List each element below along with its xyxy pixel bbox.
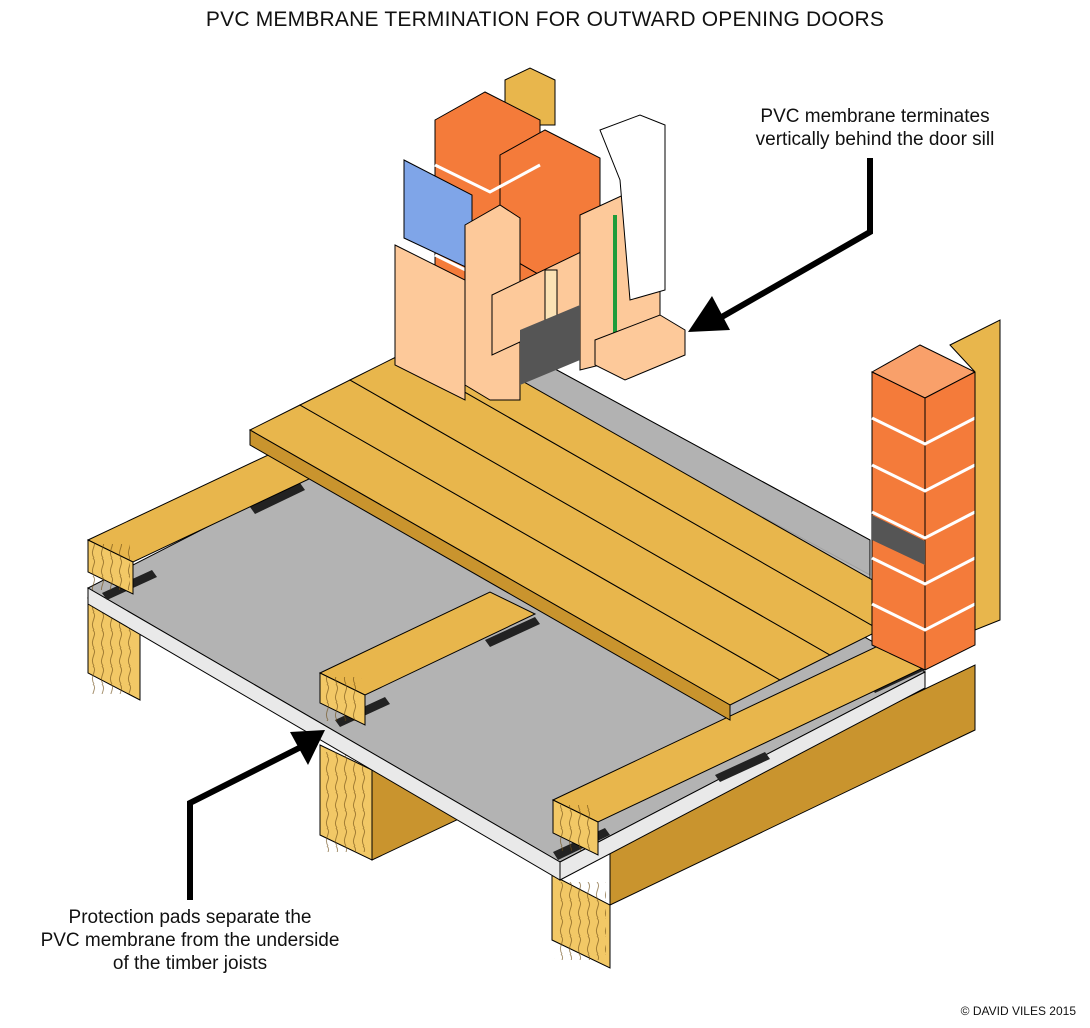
callout-bottom-line-3: of the timber joists — [112, 953, 268, 974]
copyright-notice: © DAVID VILES 2015 — [960, 1004, 1076, 1018]
support-joist-front — [551, 664, 976, 969]
arrow-bottom — [187, 730, 325, 900]
deck-joist-front — [551, 644, 927, 856]
arrow-top — [688, 158, 873, 332]
brick-pier — [870, 319, 1001, 671]
callout-protection-pads: Protection pads separate the PVC membran… — [20, 906, 360, 975]
deck-joist-middle — [318, 591, 537, 726]
callout-bottom-line-1: Protection pads separate the — [68, 907, 312, 928]
callout-bottom-line-2: PVC membrane from the underside — [40, 930, 340, 951]
deck-joist-back — [86, 439, 347, 595]
callout-membrane-termination: PVC membrane terminates vertically behin… — [705, 105, 1045, 151]
page-title: PVC MEMBRANE TERMINATION FOR OUTWARD OPE… — [205, 8, 885, 31]
deck-boards — [248, 339, 922, 721]
callout-top-line-1: PVC membrane terminates — [760, 106, 990, 127]
door-wall-assembly — [394, 67, 686, 401]
callout-top-line-2: vertically behind the door sill — [755, 129, 995, 150]
